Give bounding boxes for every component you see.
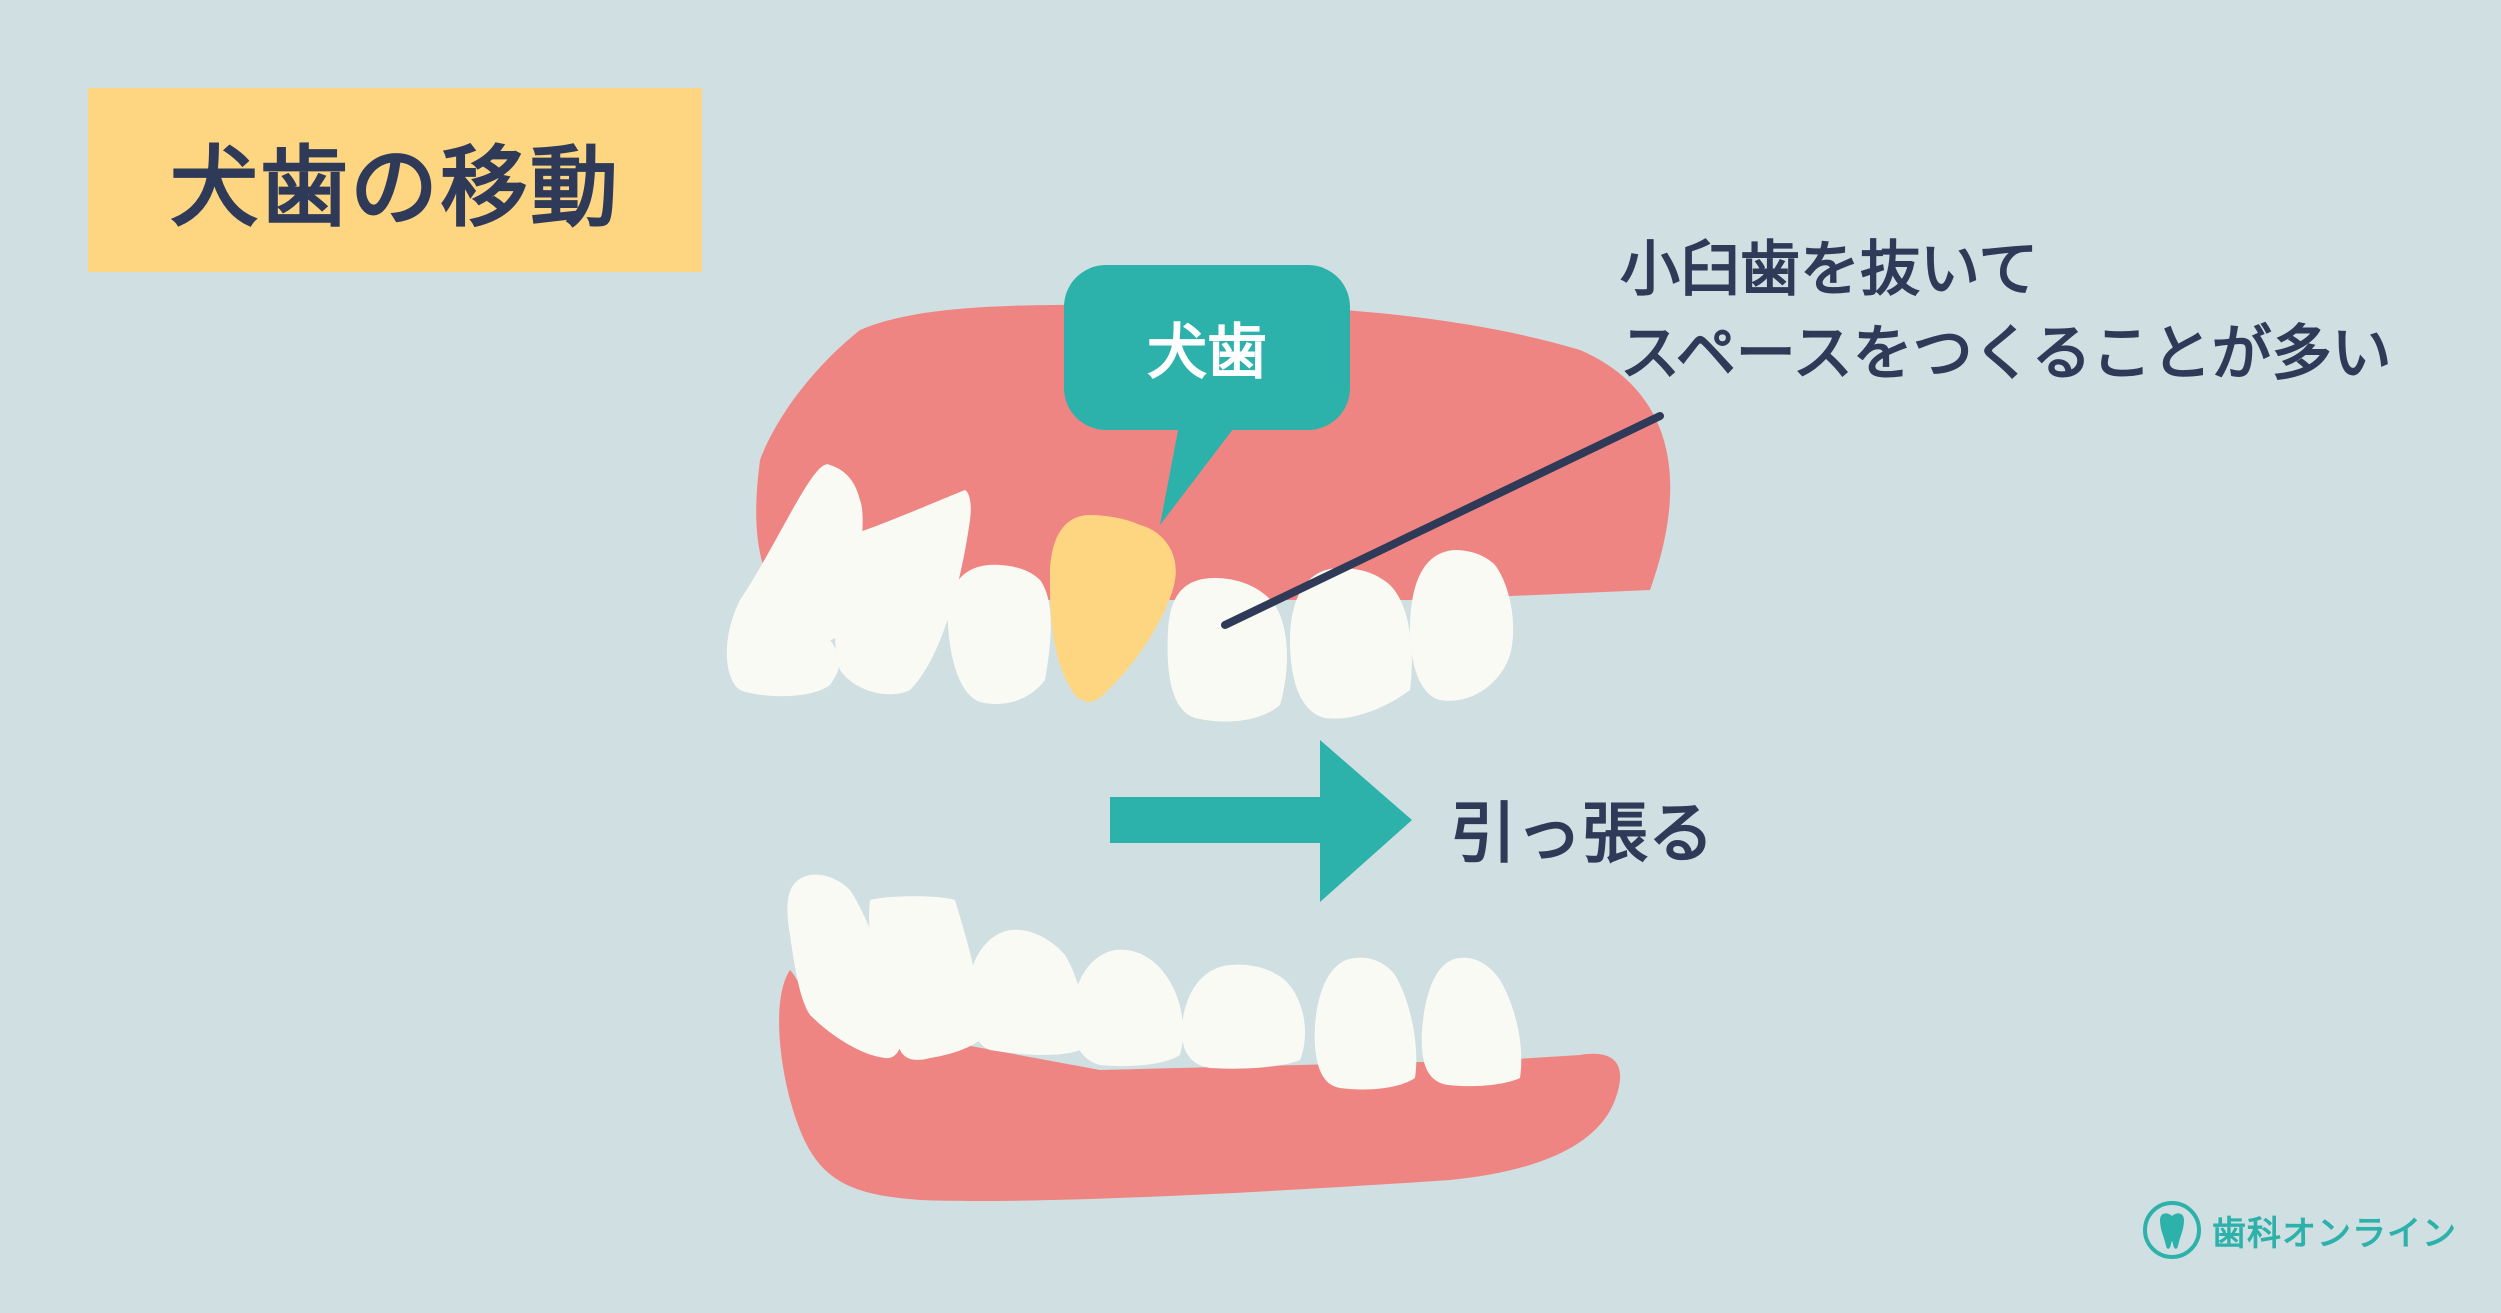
canine-label: 犬歯 [1147,318,1267,388]
lower-tooth-2 [869,896,981,1060]
note-pointer-line [1221,412,1664,629]
upper-canine [1050,515,1176,702]
upper-tooth-2 [834,490,971,695]
upper-tooth-6 [1290,568,1412,719]
logo-icon-spacer [2142,1200,2202,1260]
note-line-1: 小臼歯を抜いて [1620,235,2039,305]
upper-tooth-1 [726,464,863,697]
note-annotation: 小臼歯を抜いて スペースをつくることが多い [1620,228,2392,396]
upper-tooth-3 [947,564,1051,704]
canine-bubble [1064,265,1350,430]
lower-gum [779,970,1621,1201]
lower-tooth-5 [1181,964,1305,1069]
title: 犬歯の移動 [169,135,620,239]
lower-tooth-4 [1071,949,1184,1067]
tooth-logo-icon [2143,1201,2201,1259]
lower-tooth-3 [967,929,1085,1055]
pull-arrow [1110,740,1412,902]
lower-tooth-1 [787,874,902,1059]
upper-tooth-7 [1410,550,1514,701]
brand-logo: 歯科オンライン [2142,1200,2457,1260]
lower-tooth-6 [1314,957,1417,1090]
lower-tooth-7 [1421,957,1522,1087]
logo-text: 歯科オンライン [2212,1213,2457,1254]
canine-bubble-pointer [1160,420,1240,525]
title-box: 犬歯の移動 [88,88,702,272]
note-line-2: スペースをつくることが多い [1620,319,2392,389]
arrow-label: 引っ張る [1450,795,1714,872]
